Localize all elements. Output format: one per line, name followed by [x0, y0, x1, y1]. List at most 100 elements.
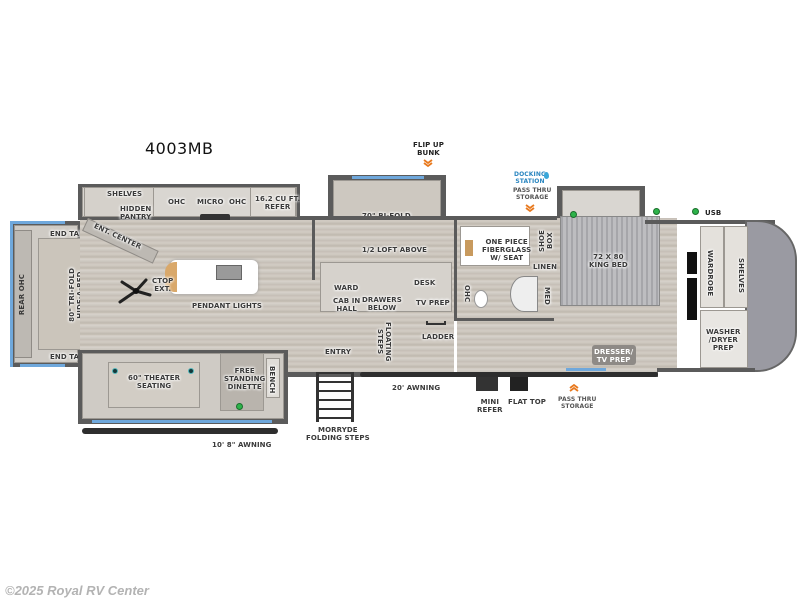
flat-top-label: FLAT TOP [508, 398, 546, 406]
awning-left-label: 10' 8" AWNING [212, 441, 272, 449]
bench-label: BENCH [268, 366, 276, 394]
front-cap [745, 220, 797, 372]
drawers-line-1: DRAWERS [362, 296, 402, 304]
island-ext [165, 262, 177, 292]
bunk-line-1: FLIP UP [413, 141, 444, 149]
hidden-pantry [84, 187, 154, 217]
cupholder-left-icon [112, 368, 118, 374]
ward-cabinets [320, 262, 452, 312]
usb-port-dinette-icon [236, 403, 243, 410]
bed-line-2: KING BED [589, 261, 628, 269]
bench [266, 358, 280, 398]
shoe-line-1: SHOE [538, 230, 546, 253]
ohc-left-label: OHC [168, 198, 186, 206]
pendant-lights-label: PENDANT LIGHTS [192, 302, 262, 310]
mid-wall-top [312, 216, 557, 220]
shower-label: ONE PIECE FIBERGLASS W/ SEAT [482, 238, 531, 262]
wardrobe-label: WARDROBE [706, 250, 714, 297]
ceiling-fan-icon [116, 276, 156, 306]
morryde-line-1: MORRYDE [318, 426, 358, 434]
bath-wall-bottom [454, 318, 554, 321]
refer-line-1: 16.2 CU FT. [255, 195, 301, 203]
rear-window-left [10, 221, 13, 367]
ladder-icon [426, 321, 446, 325]
chevron-down-storage-icon [525, 204, 535, 213]
mini-refer-label: MINI REFER [477, 398, 503, 414]
bed-line-1: 72 X 80 [593, 253, 624, 261]
king-bed-label: 72 X 80 KING BED [589, 253, 628, 269]
tv-prep-label: TV PREP [416, 299, 450, 307]
morryde-steps[interactable] [316, 372, 354, 422]
dresser-label: DRESSER/ TV PREP [594, 348, 633, 364]
end-table-bottom-label: END TABLE [50, 353, 95, 361]
rear-window-bottom [20, 364, 65, 367]
pass-top-line-1: PASS THRU [513, 187, 552, 194]
pass-thru-bottom-label: PASS THRU STORAGE [558, 396, 596, 410]
theater-seating-label: 60" THEATER SEATING [128, 374, 180, 390]
toilet [474, 290, 488, 308]
chevron-up-storage-icon [569, 383, 579, 392]
king-bed [560, 216, 660, 306]
closet-dark-1 [687, 252, 697, 274]
ctop-ext-label: CTOP EXT. [152, 277, 173, 293]
docking-line-2: STATION [515, 178, 545, 185]
mini-refer [476, 377, 498, 391]
bedroom-slide-interior [562, 190, 640, 218]
water-drop-icon [544, 172, 549, 179]
kitchen-island [170, 260, 258, 294]
pantry-line-2: PANTRY [120, 213, 152, 221]
dinette-line-2: STANDING [224, 375, 266, 383]
steps-line-2: STEPS [376, 329, 384, 355]
theater-seating [108, 362, 200, 408]
model-number: 4003MB [145, 139, 214, 158]
usb-port-right-icon [653, 208, 660, 215]
front-wall-bottom [657, 368, 755, 372]
front-wall-top [645, 220, 775, 224]
morryde-label: MORRYDE FOLDING STEPS [306, 426, 370, 442]
bath-sink [510, 276, 538, 312]
bunk-line-2: BUNK [417, 149, 440, 157]
pass-bottom-line-2: STORAGE [560, 403, 594, 410]
shoe-box-label: SHOE BOX [538, 230, 554, 252]
bedroom-window [566, 368, 606, 371]
rear-window-top [10, 221, 65, 224]
dinette-line-1: FREE [234, 367, 255, 375]
copyright-footer: ©2025 Royal RV Center [5, 583, 149, 598]
loft-label: 1/2 LOFT ABOVE [362, 246, 428, 254]
bifold-sofa [333, 180, 441, 218]
med-label: MED [543, 287, 551, 305]
rear-ohc-label: REAR OHC [18, 274, 26, 316]
flat-top [510, 377, 528, 391]
cupholder-right-icon [188, 368, 194, 374]
floating-steps-label: FLOATING STEPS [376, 322, 392, 361]
hidden-pantry-label: HIDDEN PANTRY [120, 205, 151, 221]
drawers-line-2: BELOW [367, 304, 397, 312]
bath-wall-left [454, 220, 457, 320]
washer-line-2: /DRYER [708, 336, 738, 344]
shoe-line-2: BOX [546, 232, 554, 250]
docking-station-label: DOCKING STATION [514, 171, 546, 185]
linen-label: LINEN [533, 263, 558, 271]
dinette-table [220, 353, 264, 411]
ctop-line-2: EXT. [154, 285, 172, 293]
refer-label: 16.2 CU FT. REFER [255, 195, 300, 211]
docking-line-1: DOCKING [514, 171, 547, 178]
shower-seat [465, 240, 473, 256]
end-table-top-label: END TABLE [50, 230, 95, 238]
mid-divider [312, 220, 315, 280]
awning-left [82, 428, 278, 434]
ohc-right-label: OHC [229, 198, 247, 206]
mini-refer-line-1: MINI [480, 398, 500, 406]
shower-line-2: FIBERGLASS [482, 246, 532, 254]
mini-refer-line-2: REFER [477, 406, 503, 414]
desk-label: DESK [414, 279, 436, 287]
usb-port-left-icon [570, 211, 577, 218]
flip-up-bunk-label: FLIP UP BUNK [413, 141, 444, 157]
morryde-line-2: FOLDING STEPS [306, 434, 370, 442]
theater-line-1: 60" THEATER [128, 374, 181, 382]
rear-ohc [14, 230, 32, 358]
theater-line-2: SEATING [136, 382, 172, 390]
washer-line-1: WASHER [706, 328, 741, 336]
front-shelves [724, 226, 748, 308]
chevron-down-bunk-icon [423, 159, 433, 168]
